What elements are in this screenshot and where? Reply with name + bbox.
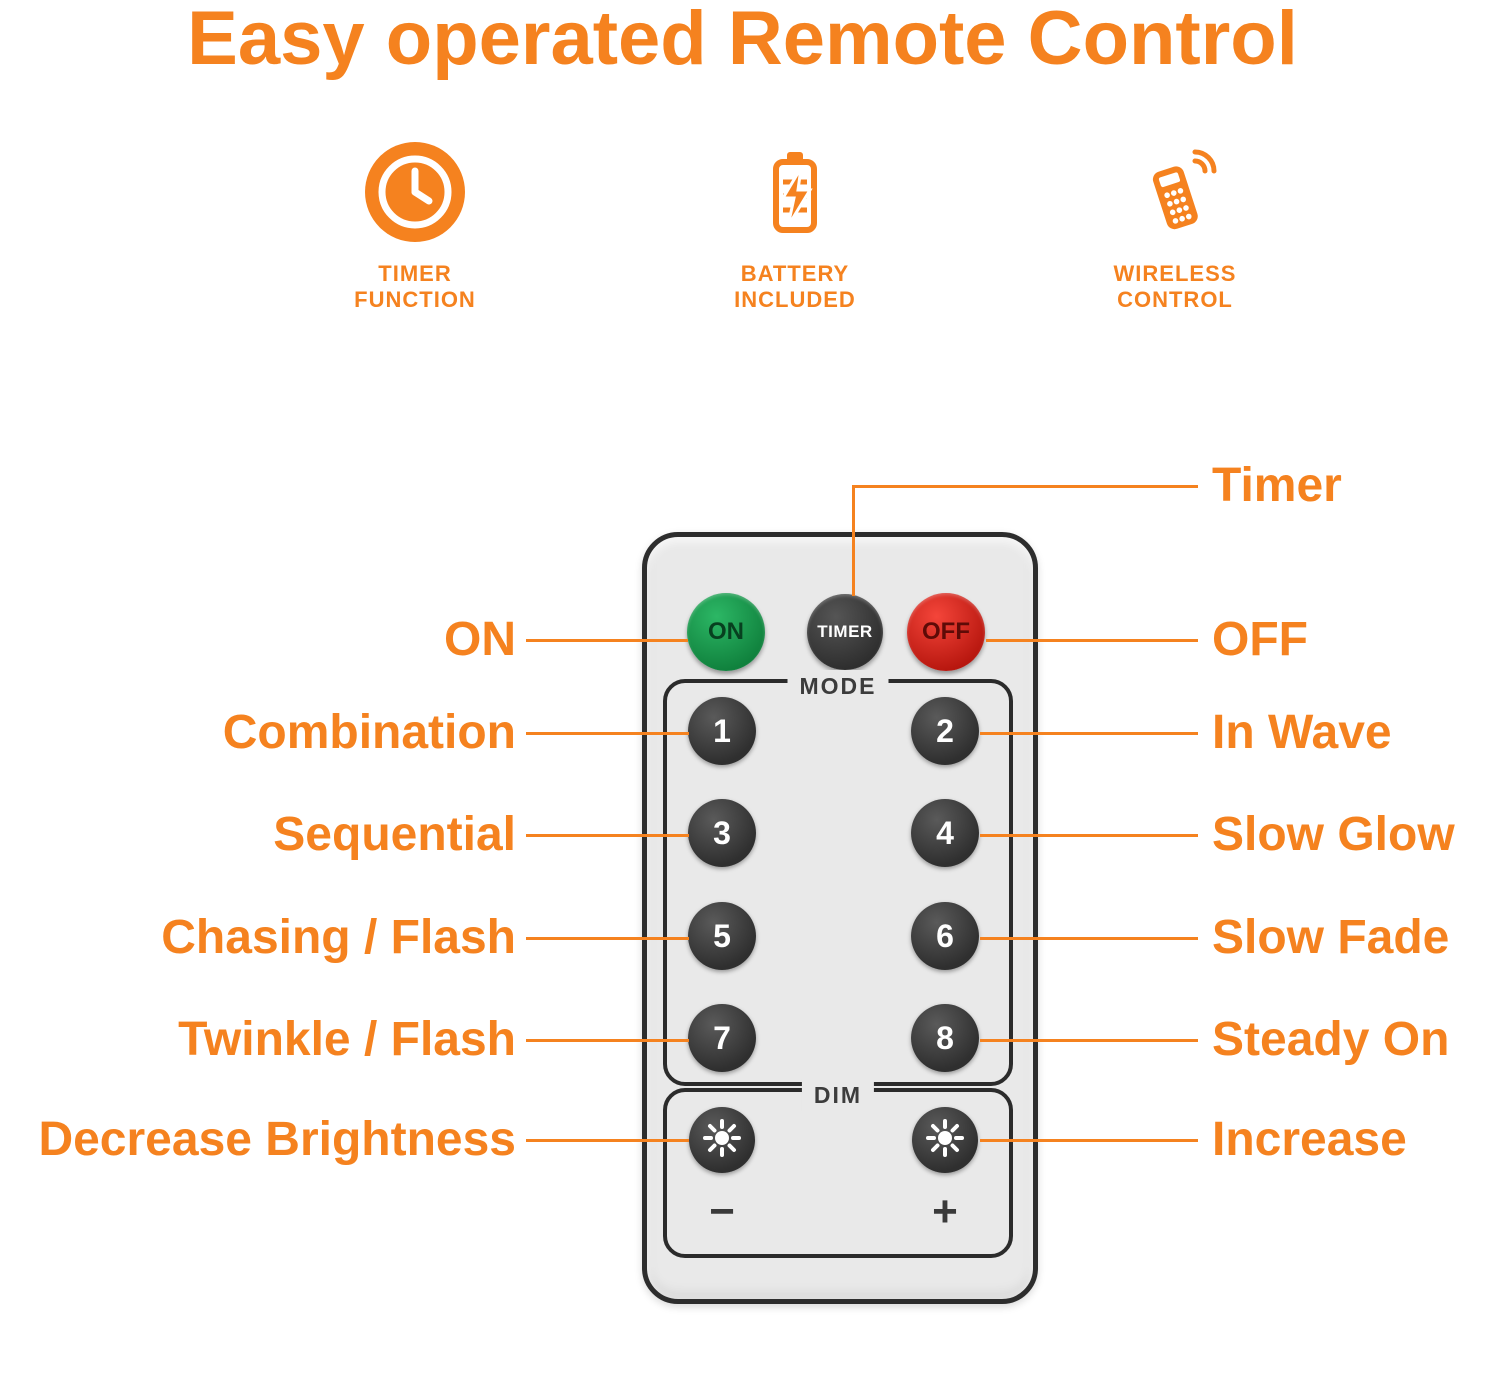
feature-wireless-label: WIRELESS CONTROL bbox=[1113, 261, 1237, 312]
callout-label-in-wave: In Wave bbox=[1212, 706, 1392, 759]
feature-timer-function: TIMER FUNCTION bbox=[295, 140, 535, 313]
plus-symbol: + bbox=[932, 1187, 958, 1236]
callout-label-slow-fade: Slow Fade bbox=[1212, 911, 1450, 964]
callout-line-steady-on bbox=[980, 1039, 1198, 1042]
remote-control: ON TIMER OFF MODE 1 2 3 4 5 6 7 8 DIM bbox=[642, 532, 1038, 1304]
battery-icon bbox=[743, 140, 847, 244]
callout-line-slow-fade bbox=[980, 937, 1198, 940]
dim-increase-button bbox=[912, 1107, 978, 1173]
off-button: OFF bbox=[907, 593, 985, 671]
mode-button-1: 1 bbox=[688, 697, 756, 765]
dim-panel: DIM bbox=[663, 1079, 1013, 1258]
callout-line-timer-vertical bbox=[852, 485, 855, 596]
mode-button-7: 7 bbox=[688, 1004, 756, 1072]
off-button-label: OFF bbox=[922, 618, 970, 645]
brightness-icon bbox=[702, 1118, 742, 1163]
callout-label-chasing-flash: Chasing / Flash bbox=[161, 911, 516, 964]
mode-button-6: 6 bbox=[911, 902, 979, 970]
mode-button-5: 5 bbox=[688, 902, 756, 970]
callout-line-off bbox=[986, 639, 1198, 642]
callout-label-slow-glow: Slow Glow bbox=[1212, 808, 1455, 861]
callout-line-on bbox=[526, 639, 688, 642]
callout-label-timer: Timer bbox=[1212, 459, 1342, 512]
callout-line-chasing-flash bbox=[526, 937, 689, 940]
callout-line-twinkle-flash bbox=[526, 1039, 689, 1042]
feature-timer-label: TIMER FUNCTION bbox=[354, 261, 476, 312]
mode-label: MODE bbox=[787, 670, 889, 702]
mode-button-4: 4 bbox=[911, 799, 979, 867]
brightness-icon bbox=[925, 1118, 965, 1163]
page-title: Easy operated Remote Control bbox=[187, 0, 1298, 81]
callout-label-decrease-brightness: Decrease Brightness bbox=[38, 1113, 516, 1166]
dim-label: DIM bbox=[801, 1079, 875, 1111]
feature-battery-label: BATTERY INCLUDED bbox=[734, 261, 856, 312]
callout-line-slow-glow bbox=[980, 834, 1198, 837]
callout-line-increase bbox=[980, 1139, 1198, 1142]
mode-button-8: 8 bbox=[911, 1004, 979, 1072]
callout-label-steady-on: Steady On bbox=[1212, 1013, 1450, 1066]
callout-line-decrease-brightness bbox=[526, 1139, 689, 1142]
callout-line-combination bbox=[526, 732, 689, 735]
callout-line-timer-horizontal bbox=[853, 485, 1198, 488]
mode-button-3: 3 bbox=[688, 799, 756, 867]
callout-label-off: OFF bbox=[1212, 613, 1308, 666]
callout-line-sequential bbox=[526, 834, 689, 837]
on-button-label: ON bbox=[708, 618, 744, 645]
callout-label-twinkle-flash: Twinkle / Flash bbox=[178, 1013, 516, 1066]
timer-button-label: TIMER bbox=[817, 622, 873, 641]
wireless-remote-icon bbox=[1123, 140, 1227, 244]
mode-panel: MODE 1 2 3 4 5 6 7 8 bbox=[663, 670, 1013, 1086]
callout-label-on: ON bbox=[444, 613, 516, 666]
callout-line-in-wave bbox=[980, 732, 1198, 735]
on-button: ON bbox=[687, 593, 765, 671]
callout-label-combination: Combination bbox=[222, 706, 516, 759]
callout-label-increase: Increase bbox=[1212, 1113, 1407, 1166]
callout-label-sequential: Sequential bbox=[273, 808, 516, 861]
feature-battery-included: BATTERY INCLUDED bbox=[675, 140, 915, 313]
feature-wireless-control: WIRELESS CONTROL bbox=[1055, 140, 1295, 313]
dim-decrease-button bbox=[689, 1107, 755, 1173]
minus-symbol: − bbox=[709, 1187, 735, 1236]
mode-button-2: 2 bbox=[911, 697, 979, 765]
timer-button: TIMER bbox=[807, 594, 883, 670]
timer-clock-icon bbox=[363, 140, 467, 244]
